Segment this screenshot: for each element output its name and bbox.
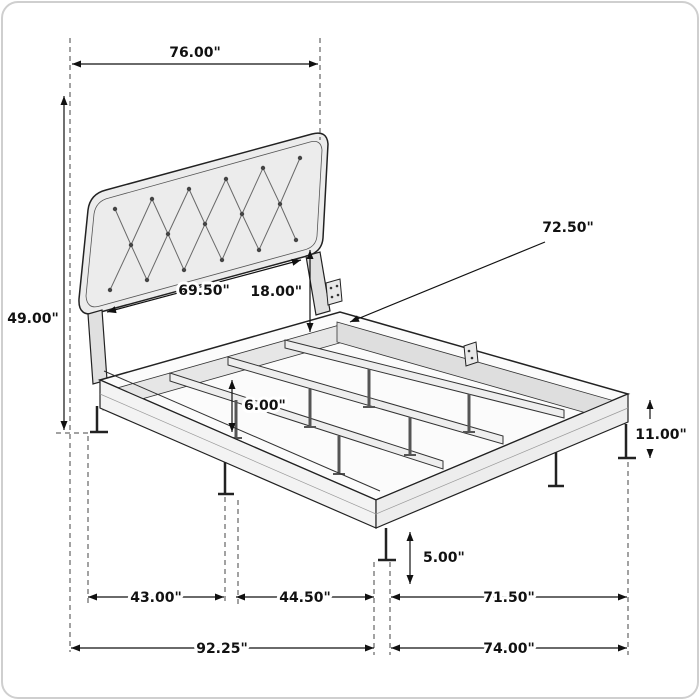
dimension-segment-right: 71.50" [391, 587, 627, 609]
foot-right-leg [618, 424, 636, 460]
dimension-side-rail-height: 11.00" [632, 400, 690, 458]
dim-label-5: 5.00" [423, 550, 465, 566]
slat-rails [169, 339, 565, 475]
foot-front-leg [378, 528, 396, 562]
dimension-slat-leg-height: 6.00" [228, 380, 289, 432]
dim-label-92-25: 92.25" [196, 641, 248, 657]
dim-label-49: 49.00" [7, 311, 59, 327]
dim-label-76: 76.00" [169, 45, 221, 61]
dim-label-69-50: 69.50" [178, 283, 230, 299]
bed-frame [90, 278, 636, 562]
dimension-segment-middle: 44.50" [236, 587, 374, 609]
dimension-foot-leg-height: 5.00" [406, 532, 468, 584]
bed-illustration [78, 132, 636, 562]
frame-legs [90, 406, 636, 562]
left-rail-inner-edge [103, 370, 381, 492]
headboard [78, 132, 331, 385]
slat-rail-3 [284, 339, 565, 419]
left-rail-seam [99, 393, 377, 515]
dim-label-18: 18.00" [250, 284, 302, 300]
dim-label-6: 6.00" [244, 398, 286, 414]
left-mid-leg [218, 462, 234, 496]
tuft-buttons [107, 155, 303, 293]
dim-label-72-50: 72.50" [542, 220, 594, 236]
head-left-leg [90, 406, 108, 434]
head-rail-bracket [325, 278, 343, 306]
dim-label-44-50: 44.50" [279, 590, 331, 606]
headboard-left-post [87, 309, 108, 385]
extension-lines [56, 38, 629, 655]
foot-rail-seam [375, 407, 629, 515]
dimension-inner-headboard-width: 69.50" [106, 258, 302, 314]
dim-label-71-50: 71.50" [483, 590, 535, 606]
dimension-headboard-width: 76.00" [72, 42, 318, 68]
dim-label-74: 74.00" [483, 641, 535, 657]
dim-label-43: 43.00" [130, 590, 182, 606]
slat-legs [230, 369, 475, 475]
right-rail-bracket [463, 341, 479, 367]
dimension-segment-left: 43.00" [88, 587, 224, 609]
headboard-inner-border [85, 140, 323, 308]
dimension-headboard-height: 49.00" [4, 96, 68, 430]
slat-rail-1 [169, 372, 444, 470]
dimension-frame-width: 74.00" [391, 638, 627, 660]
dimension-overall-length: 92.25" [71, 638, 374, 660]
headboard-right-post [305, 251, 331, 316]
mounting-brackets [325, 278, 479, 367]
slat-rail-2 [227, 356, 504, 445]
foot-mid-leg [548, 452, 564, 488]
dim-label-11: 11.00" [635, 427, 687, 443]
dimension-slat-rail-length: 72.50" [349, 217, 597, 323]
dimension-headboard-panel-height: 18.00" [247, 250, 314, 332]
